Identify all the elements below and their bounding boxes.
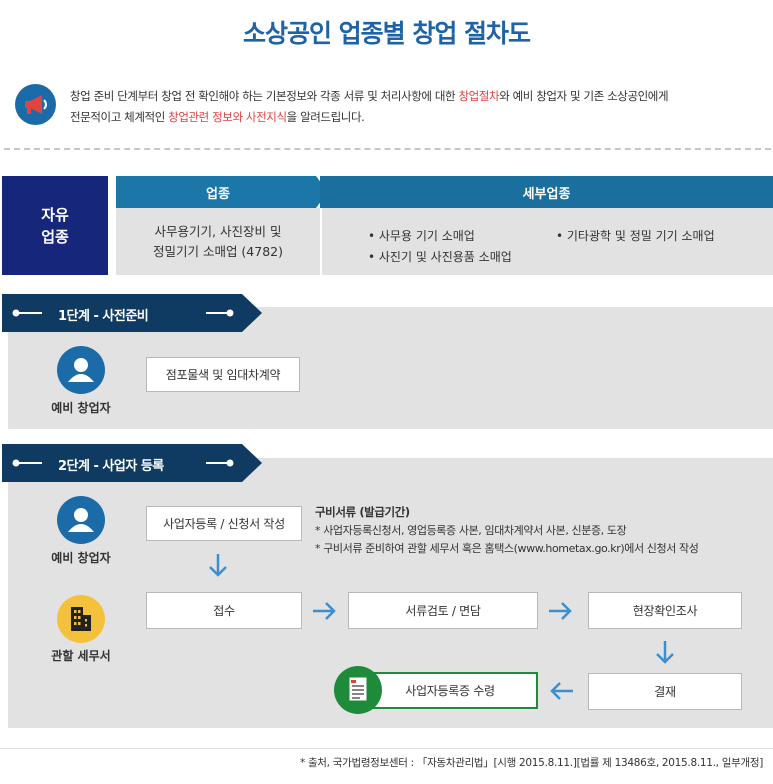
stage2-title: 2단계 - 사업자 등록 bbox=[58, 459, 164, 474]
docs-title: 구비서류 (발급기간) bbox=[315, 505, 410, 519]
building-icon bbox=[57, 595, 105, 643]
industry-line: 사무용기기, 사진장비 및 bbox=[154, 223, 282, 239]
intro-part: 을 알려드립니다. bbox=[286, 110, 365, 124]
arrow-icon bbox=[654, 640, 676, 670]
receive-box: 접수 bbox=[146, 592, 302, 629]
stage2-banner: 2단계 - 사업자 등록 bbox=[2, 444, 262, 482]
source-note: * 출처, 국가법령정보센터 : 「자동차관리법」[시행 2015.8.11.]… bbox=[299, 757, 763, 769]
stage1-banner: 1단계 - 사전준비 bbox=[2, 294, 262, 332]
detail-item: • 기타광학 및 정밀 기기 소매업 bbox=[556, 229, 715, 243]
footer-divider bbox=[0, 748, 773, 749]
task-box: 점포물색 및 임대차계약 bbox=[146, 357, 300, 392]
intro-part: 창업 준비 단계부터 창업 전 확인해야 하는 기본정보와 각종 서류 및 처리… bbox=[70, 89, 459, 103]
docs-line: * 사업자등록신청서, 영업등록증 사본, 임대차계약서 사본, 신분증, 도장 bbox=[315, 524, 627, 537]
apply-box: 사업자등록 / 신청서 작성 bbox=[146, 506, 302, 541]
page-title: 소상공인 업종별 창업 절차도 bbox=[242, 19, 531, 48]
detail-header: 세부업종 bbox=[320, 176, 773, 208]
review-box: 서류검토 / 면담 bbox=[348, 592, 538, 629]
category-label: 자유 업종 bbox=[2, 176, 108, 275]
docs-line: * 구비서류 준비하여 관할 세무서 혹은 홈택스(www.hometax.go… bbox=[315, 542, 699, 555]
intro-part: 전문적이고 체계적인 bbox=[70, 110, 169, 124]
detail-cell: • 사무용 기기 소매업 • 기타광학 및 정밀 기기 소매업 • 사진기 및 … bbox=[322, 208, 773, 275]
arrow-icon bbox=[207, 553, 229, 583]
intro-highlight: 창업절차 bbox=[458, 89, 500, 103]
issue-box: 사업자등록증 수령 bbox=[348, 672, 538, 709]
inspect-box: 현장확인조사 bbox=[588, 592, 742, 629]
approve-box: 결재 bbox=[588, 673, 742, 710]
category-label-line: 자유 bbox=[41, 205, 69, 224]
arrow-icon bbox=[312, 600, 338, 626]
role-label: 관할 세무서 bbox=[51, 649, 111, 663]
person-icon bbox=[57, 496, 105, 544]
role-label: 예비 창업자 bbox=[51, 401, 111, 415]
document-icon bbox=[334, 666, 382, 714]
detail-item: • 사무용 기기 소매업 bbox=[368, 229, 475, 243]
intro-highlight: 창업관련 정보와 사전지식 bbox=[168, 110, 287, 124]
arrow-icon bbox=[548, 600, 574, 626]
industry-header: 업종 bbox=[116, 176, 320, 208]
category-label-line: 업종 bbox=[41, 227, 69, 246]
detail-item: • 사진기 및 사진용품 소매업 bbox=[368, 250, 512, 264]
industry-cell: 사무용기기, 사진장비 및 정밀기기 소매업 (4782) bbox=[116, 208, 320, 275]
divider bbox=[4, 148, 771, 150]
industry-line: 정밀기기 소매업 (4782) bbox=[152, 243, 283, 259]
intro-text: 창업 준비 단계부터 창업 전 확인해야 하는 기본정보와 각종 서류 및 처리… bbox=[70, 86, 760, 128]
intro-part: 와 예비 창업자 및 기존 소상공인에게 bbox=[499, 89, 669, 103]
required-docs: 구비서류 (발급기간) * 사업자등록신청서, 영업등록증 사본, 임대차계약서… bbox=[315, 503, 765, 558]
arrow-icon bbox=[548, 680, 574, 706]
person-icon bbox=[57, 346, 105, 394]
stage1-title: 1단계 - 사전준비 bbox=[58, 309, 149, 324]
megaphone-icon bbox=[15, 84, 56, 125]
role-label: 예비 창업자 bbox=[51, 551, 111, 565]
